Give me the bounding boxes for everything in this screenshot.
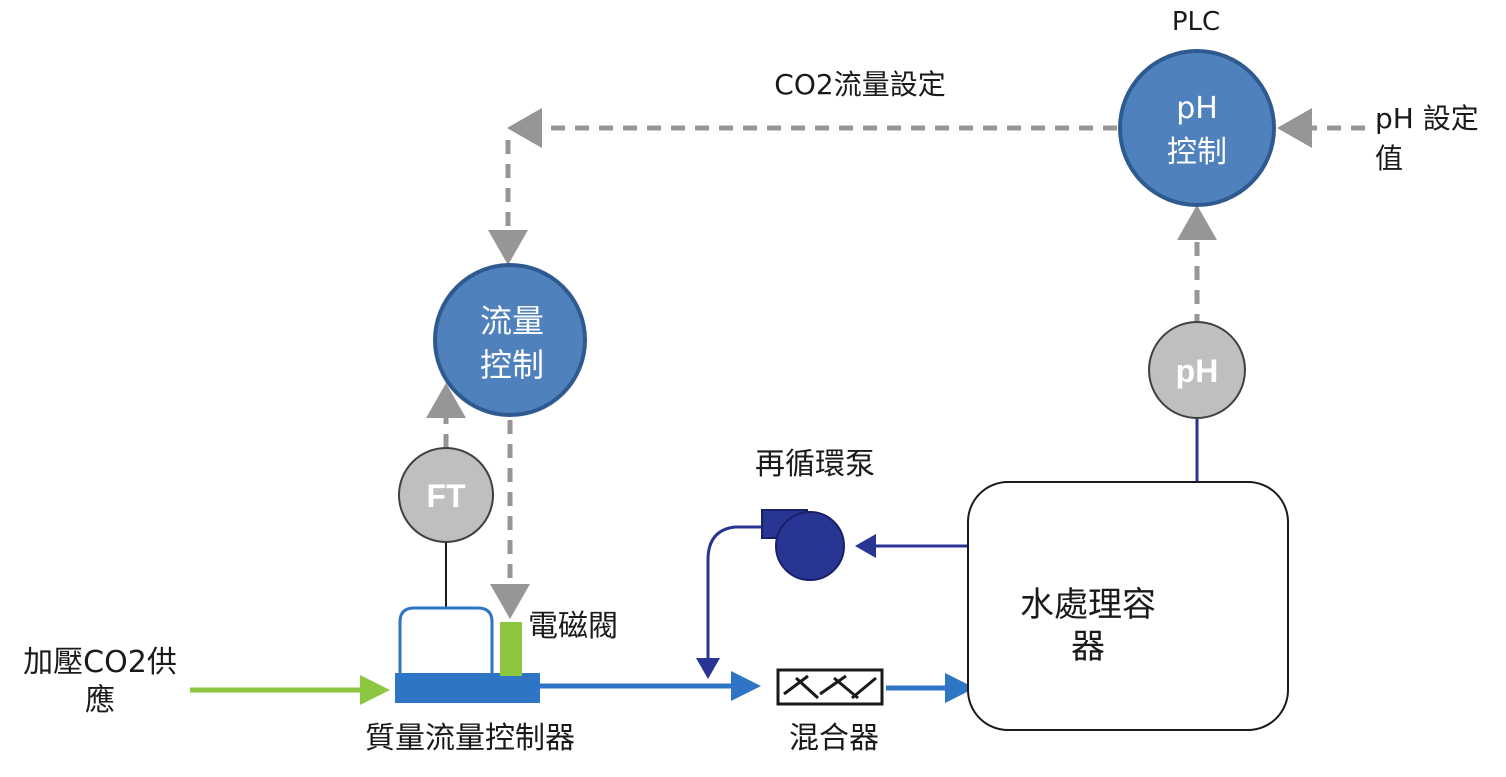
flow-transmitter: FT: [398, 447, 494, 543]
ph-controller-label-line1: pH: [1176, 91, 1218, 126]
ph-sensor-label: pH: [1176, 353, 1219, 389]
ph-setpoint-label-line1: pH 設定: [1375, 102, 1479, 135]
ph-sensor: pH: [1148, 321, 1246, 419]
solenoid-valve-label: 電磁閥: [528, 609, 618, 644]
solenoid-valve: [500, 622, 522, 676]
flow-transmitter-label: FT: [426, 478, 466, 514]
ph-controller-label-line2: 控制: [1167, 135, 1227, 170]
water-treatment-tank: [967, 481, 1289, 731]
co2-supply-label-line2: 應: [85, 683, 115, 718]
ph-controller: pH 控制: [1118, 49, 1276, 207]
co2-supply-label-line1: 加壓CO2供: [23, 645, 177, 680]
mixer-label: 混合器: [789, 721, 879, 756]
co2-flow-setpoint-label: CO2流量設定: [774, 68, 945, 101]
recirculation-pump: [761, 509, 845, 581]
mass-flow-controller-label: 質量流量控制器: [365, 721, 575, 756]
static-mixer: [776, 668, 884, 706]
flow-controller-label-line1: 流量: [480, 302, 544, 340]
tank-label-line2: 器: [1071, 627, 1105, 667]
mass-flow-controller: [395, 606, 540, 703]
tank-label-line1: 水處理容: [1020, 585, 1156, 625]
ph-setpoint-label-line2: 值: [1375, 142, 1403, 175]
recirc-pump-label: 再循環泵: [755, 447, 875, 482]
pump-to-injection-line: [696, 525, 762, 679]
flow-controller-label-line2: 控制: [480, 346, 544, 384]
plc-label: PLC: [1172, 7, 1220, 37]
flow-controller: 流量 控制: [433, 263, 587, 417]
